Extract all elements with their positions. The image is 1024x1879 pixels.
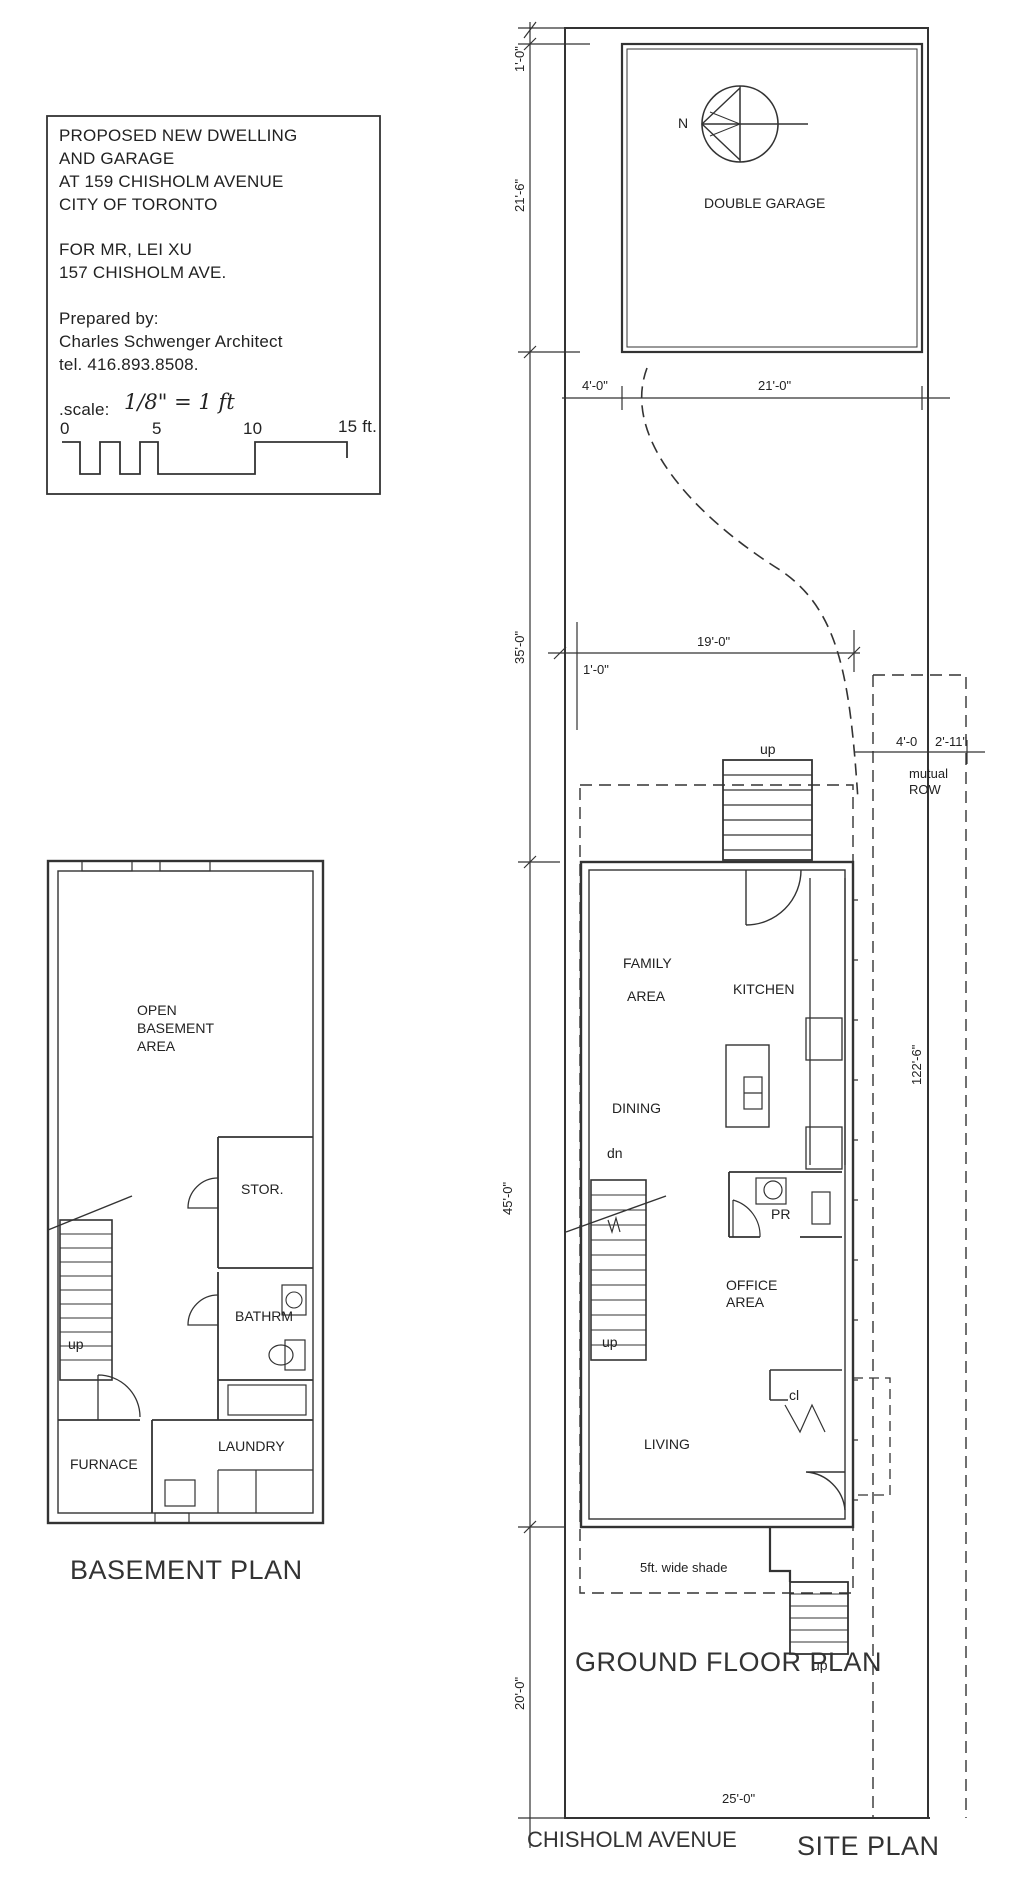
open-basement-label-3: AREA — [137, 1038, 176, 1054]
open-basement-label-1: OPEN — [137, 1002, 177, 1018]
scale-label: .scale: — [59, 400, 110, 419]
furnace-label: FURNACE — [70, 1456, 138, 1472]
dim-row-a: 4'-0 — [896, 734, 918, 749]
garage-label: DOUBLE GARAGE — [704, 195, 826, 211]
stair-up-label: up — [602, 1334, 618, 1350]
family-area-label-2: AREA — [627, 988, 666, 1004]
storage-label: STOR. — [241, 1181, 284, 1197]
basement-stair-up-label: up — [68, 1336, 84, 1352]
title-line-1: PROPOSED NEW DWELLING — [59, 126, 298, 145]
bathroom-label: BATHRM — [235, 1308, 294, 1324]
street-name: CHISHOLM AVENUE — [527, 1827, 737, 1852]
family-area-label-1: FAMILY — [623, 955, 672, 971]
site-plan — [518, 21, 985, 1848]
front-stair-up-label: up — [812, 1657, 828, 1673]
dim-row-b: 2'-11" — [935, 734, 968, 749]
architect-name: Charles Schwenger Architect — [59, 332, 283, 351]
scale-tick-10: 10 — [243, 419, 263, 438]
north-arrow — [700, 85, 808, 163]
prepared-by-label: Prepared by: — [59, 309, 159, 328]
office-area-label-2: AREA — [726, 1294, 765, 1310]
dining-label: DINING — [612, 1100, 661, 1116]
basement-plan-title: BASEMENT PLAN — [70, 1555, 303, 1585]
client-line-2: 157 CHISHOLM AVE. — [59, 263, 227, 282]
dim-front-setback: 20'-0" — [512, 1676, 527, 1710]
mutual-row-strip — [872, 674, 967, 1818]
title-line-4: CITY OF TORONTO — [59, 195, 218, 214]
dim-house-depth: 45'-0" — [500, 1181, 515, 1215]
kitchen-label: KITCHEN — [733, 981, 795, 997]
dim-garage-width: 21'-0" — [758, 378, 792, 393]
dim-house-width: 19'-0" — [697, 634, 731, 649]
basement-plan — [46, 859, 325, 1525]
dim-side-setback: 4'-0" — [582, 378, 608, 393]
mutual-row-line-2: ROW — [909, 782, 941, 797]
closet-label: cl — [789, 1387, 800, 1403]
laundry-label: LAUNDRY — [218, 1438, 285, 1454]
scale-tick-5: 5 — [152, 419, 162, 438]
compass-north-label: N — [678, 115, 689, 131]
open-basement-label-2: BASEMENT — [137, 1020, 215, 1036]
client-line-1: FOR MR, LEI XU — [59, 240, 193, 259]
dim-lot-width: 25'-0" — [722, 1791, 756, 1806]
mutual-row-line-1: mutual — [909, 766, 949, 781]
architect-phone: tel. 416.893.8508. — [59, 355, 199, 374]
scale-value: 1/8" = 1 ft — [124, 390, 235, 414]
double-garage — [620, 42, 924, 354]
shade-label: 5ft. wide shade — [640, 1560, 728, 1575]
office-area-label-1: OFFICE — [726, 1277, 778, 1293]
ground-floor-plan-title: GROUND FLOOR PLAN — [575, 1647, 883, 1677]
title-line-3: AT 159 CHISHOLM AVENUE — [59, 172, 284, 191]
living-label: LIVING — [644, 1436, 690, 1452]
dim-top-setback: 1'-0" — [512, 46, 527, 72]
dim-yard-depth: 35'-0" — [512, 630, 527, 664]
powder-room-label: PR — [771, 1206, 791, 1222]
ground-floor-plan — [565, 759, 891, 1655]
dim-garage-depth: 21'-6" — [512, 178, 527, 212]
stair-dn-label: dn — [607, 1145, 623, 1161]
driveway — [640, 367, 859, 801]
rear-stair-up-label: up — [760, 741, 776, 757]
scale-tick-15: 15 ft. — [338, 417, 378, 436]
site-plan-title: SITE PLAN — [797, 1831, 940, 1861]
title-block — [46, 115, 381, 495]
scale-tick-0: 0 — [60, 419, 70, 438]
dim-lot-depth: 122'-6" — [909, 1044, 924, 1085]
dim-house-offset: 1'-0" — [583, 662, 609, 677]
title-line-2: AND GARAGE — [59, 149, 175, 168]
scale-bar — [62, 441, 348, 475]
